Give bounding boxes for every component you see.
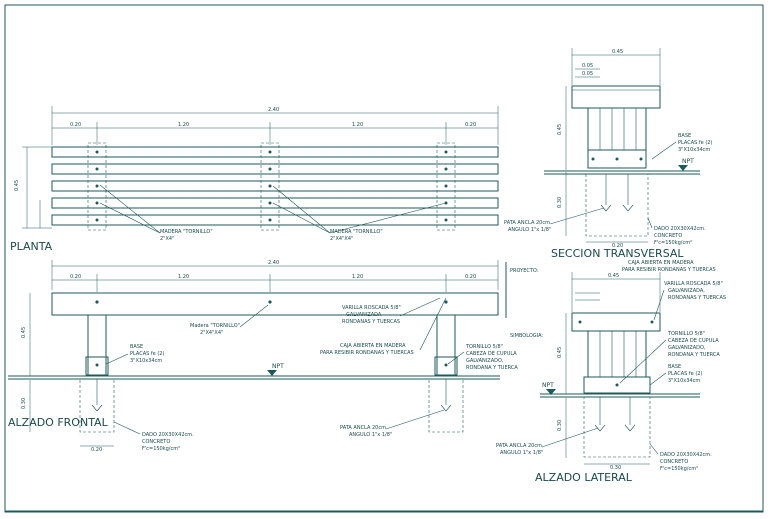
frontal-tornillo1: TORNILLO 5/8" [465, 344, 503, 350]
frontal-dado3: F'c=150kg/cm² [142, 446, 180, 452]
lateral-tornillo4: RONDANA Y TUERCA [668, 352, 720, 358]
frontal-caja2: PARA RESIBIR RONDANAS Y TUERCAS [320, 350, 414, 356]
lateral-varilla2: GALVANIZADA, [668, 288, 705, 294]
frontal-pata2: ANGULO 1"x 1/8" [349, 432, 392, 438]
lateral-dim-bottom: 0.30 [610, 465, 621, 471]
frontal-dim-base: 0.30 [21, 398, 27, 409]
lateral-caja2: PARA RESIBIR RONDANAS Y TUERCAS [622, 267, 716, 273]
seccion-dado1: DADO 20X30X42cm. [654, 226, 706, 232]
frontal-dim-left: 1.20 [178, 274, 189, 280]
sheet-border [4, 4, 764, 513]
lateral-dim-base: 0.30 [557, 420, 563, 431]
seccion-dim-bottom: 0.20 [612, 243, 623, 249]
frontal-dim-edge-right: 0.20 [465, 274, 476, 280]
frontal-varilla2: GALVANIZADA [346, 312, 382, 318]
frontal-varilla1: VARILLA ROSCADA 5/8" [342, 305, 401, 311]
seccion-dim-small1: 0.05 [582, 63, 593, 69]
frontal-base2: PLACAS fe (2) [130, 351, 164, 357]
planta-dim-left: 1.20 [178, 122, 189, 128]
planta-label-b1: MADERA "TORNILLO" [330, 229, 383, 235]
frontal-dim-height: 0.45 [21, 327, 27, 338]
seccion-pata1: PATA ANCLA 20cm [504, 220, 550, 226]
lateral-pata1: PATA ANCLA 20cm [496, 443, 542, 449]
frontal-base1: BASE [130, 344, 143, 350]
seccion-dim-small2: 0.05 [582, 71, 593, 77]
lateral-dim-top: 0.45 [608, 273, 619, 279]
frontal-base3: 3"X10x34cm [130, 358, 162, 364]
frontal-dim-total: 2.40 [268, 260, 279, 266]
lateral-dado2: CONCRETO [660, 459, 688, 465]
frontal-simbologia: SIMBOLOGIA: [510, 333, 543, 339]
frontal-tornillo3: GALVANIZADO, [466, 358, 504, 364]
lateral-tornillo2: CABEZA DE CUPULA [668, 338, 719, 344]
frontal-dim-right: 1.20 [352, 274, 363, 280]
frontal-pata1: PATA ANCLA 20cm [340, 425, 386, 431]
seccion-dim-base: 0.30 [557, 197, 563, 208]
lateral-npt: NPT [542, 382, 554, 389]
frontal-madera2: 2"X4"X4" [200, 330, 223, 336]
frontal-dado2: CONCRETO [142, 439, 170, 445]
frontal-tornillo2: CABEZA DE CUPULA [466, 351, 517, 357]
lateral-dim-height: 0.45 [557, 347, 563, 358]
seccion-dim-height: 0.45 [557, 124, 563, 135]
frontal-title: ALZADO FRONTAL [8, 416, 109, 429]
frontal-tornillo4: RONDANA Y TUERCA [466, 365, 518, 371]
frontal-proyecto: PROYECTO: [510, 268, 539, 274]
frontal-dim-edge-left: 0.20 [70, 274, 81, 280]
alzado-frontal-view: 2.40 0.20 1.20 1.20 0.20 0.45 0.30 NPT [8, 260, 543, 453]
seccion-base2: PLACAS fe (2) [678, 140, 712, 146]
frontal-varilla3: RONDANAS Y TUERCAS [342, 319, 400, 325]
frontal-caja1: CAJA ABIERTA EN MADERA [340, 343, 406, 349]
lateral-tornillo1: TORNILLO 5/8" [667, 331, 705, 337]
lateral-base1: BASE [668, 364, 681, 370]
planta-label-a2: 2"X4" [160, 236, 174, 242]
lateral-dado1: DADO 20X30X42cm. [660, 452, 712, 458]
seccion-title: SECCION TRANSVERSAL [551, 247, 684, 260]
planta-title: PLANTA [10, 240, 53, 253]
alzado-lateral-view: 0.45 0.45 0.30 NPT 0.30 CAJA ABIERTA EN [496, 260, 726, 484]
lateral-varilla3: RONDANAS Y TUERCAS [668, 295, 726, 301]
planta-label-a1: MADERA "TORNILLO" [160, 229, 213, 235]
planta-dim-edge-right: 0.20 [465, 122, 476, 128]
seccion-base3: 3"X10x34cm [678, 147, 710, 153]
seccion-pata2: ANGULO 1"x 1/8" [508, 227, 551, 233]
lateral-dado3: F'c=150kg/cm² [660, 466, 698, 472]
lateral-title: ALZADO LATERAL [535, 471, 633, 484]
lateral-pata2: ANGULO 1"x 1/8" [500, 450, 543, 456]
planta-view: 2.40 0.20 1.20 1.20 0.20 0.45 [10, 106, 499, 253]
planta-dim-right: 1.20 [352, 122, 363, 128]
frontal-dado1: DADO 20X30X42cm. [142, 432, 194, 438]
seccion-base1: BASE [678, 133, 691, 139]
frontal-madera1: Madera "TORNILLO" [190, 323, 240, 329]
planta-dim-total: 2.40 [268, 107, 279, 113]
seccion-npt: NPT [682, 158, 694, 165]
seccion-view: 0.45 0.05 0.05 0.45 0.30 NPT 0.20 [504, 48, 712, 260]
lateral-varilla1: VARILLA ROSCADA 5/8" [664, 281, 723, 287]
planta-dim-height: 0.45 [14, 180, 20, 191]
frontal-dim-dado: 0.20 [91, 447, 102, 453]
seccion-dado2: CONCRETO [654, 233, 682, 239]
lateral-base2: PLACAS fe (2) [668, 371, 702, 377]
frontal-npt: NPT [272, 363, 284, 370]
planta-label-b2: 2"X4"X4" [330, 236, 353, 242]
lateral-base3: 3"X10x34cm [668, 378, 700, 384]
seccion-dim-top: 0.45 [612, 49, 623, 55]
lateral-tornillo3: GALVANIZADO, [668, 345, 706, 351]
lateral-caja1: CAJA ABIERTA EN MADERA [628, 260, 694, 266]
seccion-dado3: F'c=150kg/cm² [654, 240, 692, 246]
planta-dim-edge-left: 0.20 [70, 122, 81, 128]
